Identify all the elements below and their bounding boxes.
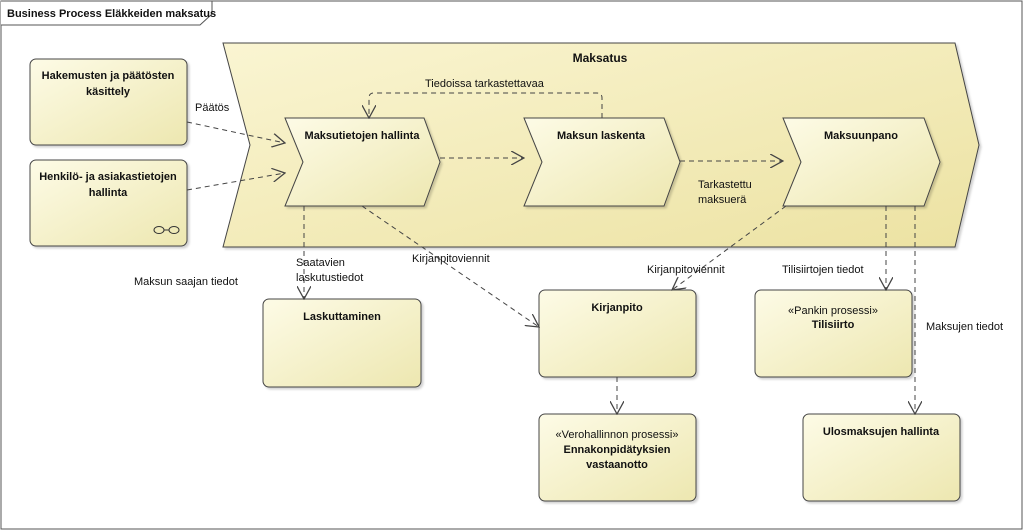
label-maksun-saajan: Maksun saajan tiedot bbox=[134, 276, 238, 288]
tilisiirto-label: Tilisiirto bbox=[812, 319, 855, 331]
flow-tiedoissa-tarkastettavaa[interactable] bbox=[369, 92, 603, 118]
flow-kirjanpitoviennit-2[interactable] bbox=[672, 205, 787, 290]
label-tarkastettu-2: maksuerä bbox=[698, 194, 747, 206]
label-kirjanpitoviennit-1: Kirjanpitoviennit bbox=[412, 253, 490, 265]
hakemukset-label-1: Hakemusten ja päätösten bbox=[42, 70, 175, 82]
label-maksujen: Maksujen tiedot bbox=[926, 321, 1003, 333]
label-tarkastettu-1: Tarkastettu bbox=[698, 179, 752, 191]
ennakonpidatys-stereotype: «Verohallinnon prosessi» bbox=[556, 429, 679, 441]
step-maksuunpano-label: Maksuunpano bbox=[824, 130, 898, 142]
link-icon bbox=[153, 226, 180, 234]
label-tilisiirtojen: Tilisiirtojen tiedot bbox=[782, 264, 864, 276]
process-laskuttaminen[interactable]: Laskuttaminen bbox=[262, 298, 422, 388]
label-saatavien-2: laskutustiedot bbox=[296, 272, 363, 284]
step-maksuunpano[interactable]: Maksuunpano bbox=[782, 117, 941, 207]
process-ennakonpidatys[interactable]: «Verohallinnon prosessi» Ennakonpidätyks… bbox=[538, 413, 697, 502]
hakemukset-label-2: käsittely bbox=[86, 86, 131, 98]
process-henkilotiedot[interactable]: Henkilö- ja asiakastietojen hallinta bbox=[29, 159, 188, 247]
process-tilisiirto[interactable]: «Pankin prosessi» Tilisiirto bbox=[754, 289, 913, 378]
ennakonpidatys-label-1: Ennakonpidätyksien bbox=[564, 444, 671, 456]
label-kirjanpitoviennit-2: Kirjanpitoviennit bbox=[647, 264, 725, 276]
label-saatavien-1: Saatavien bbox=[296, 257, 345, 269]
ennakonpidatys-label-2: vastaanotto bbox=[586, 459, 648, 471]
step-maksutiedot[interactable]: Maksutietojen hallinta bbox=[284, 117, 441, 207]
label-paatos: Päätös bbox=[195, 102, 230, 114]
process-hakemukset[interactable]: Hakemusten ja päätösten käsittely bbox=[29, 58, 188, 146]
frame-title-tab bbox=[1, 0, 213, 26]
label-tiedoissa: Tiedoissa tarkastettavaa bbox=[425, 78, 545, 90]
process-ulosmaksut[interactable]: Ulosmaksujen hallinta bbox=[802, 413, 961, 502]
tilisiirto-stereotype: «Pankin prosessi» bbox=[788, 305, 878, 317]
henkilotiedot-label-1: Henkilö- ja asiakastietojen bbox=[39, 171, 177, 183]
ulosmaksut-label: Ulosmaksujen hallinta bbox=[823, 426, 940, 438]
laskuttaminen-label: Laskuttaminen bbox=[303, 311, 381, 323]
step-maksutiedot-label: Maksutietojen hallinta bbox=[305, 130, 421, 142]
flow-paatos[interactable] bbox=[186, 121, 285, 143]
step-laskenta[interactable]: Maksun laskenta bbox=[523, 117, 681, 207]
process-kirjanpito[interactable]: Kirjanpito bbox=[538, 289, 697, 378]
kirjanpito-label: Kirjanpito bbox=[591, 302, 643, 314]
step-laskenta-label: Maksun laskenta bbox=[557, 130, 646, 142]
process-maksatus-label: Maksatus bbox=[573, 51, 628, 65]
frame-title: Business Process Eläkkeiden maksatus bbox=[7, 8, 216, 20]
flow-henkilotiedot[interactable] bbox=[186, 173, 285, 191]
henkilotiedot-label-2: hallinta bbox=[89, 187, 128, 199]
